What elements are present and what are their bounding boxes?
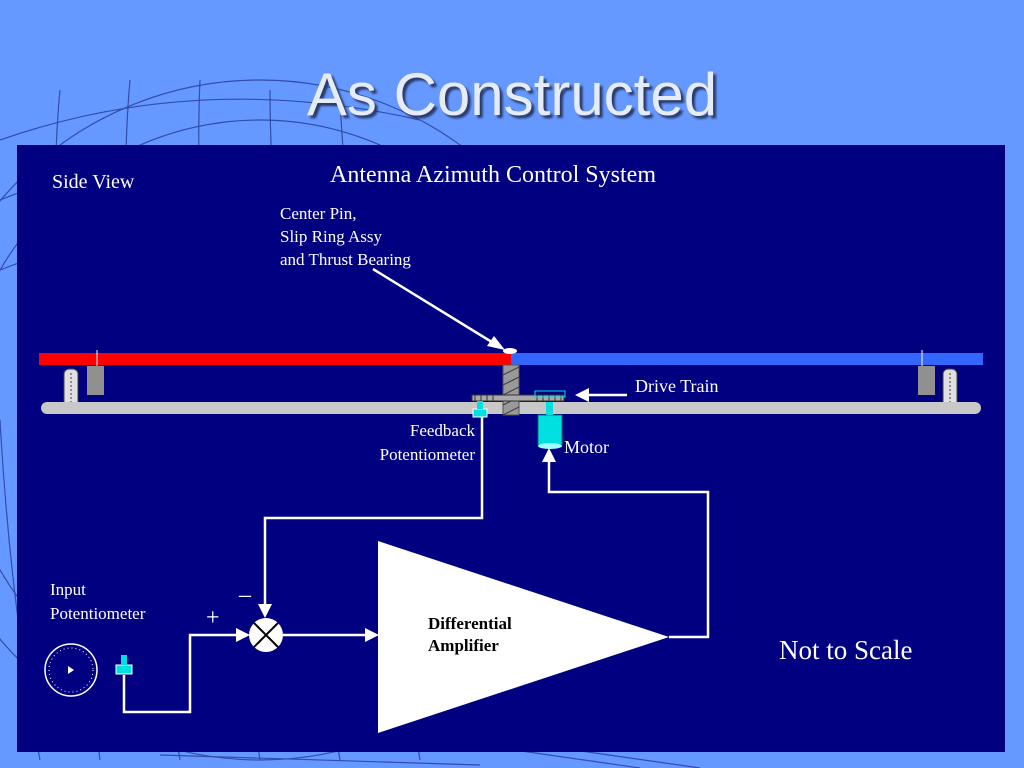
antenna-boom-right [511, 353, 983, 365]
center-pin-label-line: Center Pin, [280, 204, 357, 223]
feedback-potentiometer-label-line: Feedback [409, 421, 475, 440]
antenna-boom-left [39, 353, 511, 365]
side-view-label: Side View [52, 171, 135, 193]
input-potentiometer-label-line: Input [50, 580, 86, 599]
feedback-potentiometer-label-line: Potentiometer [379, 445, 475, 464]
center-post [502, 364, 520, 416]
center-pin [503, 348, 517, 354]
amplifier-label: Differential Amplifier [428, 613, 512, 657]
center-pin-pointer [372, 267, 496, 346]
minus-sign: – [239, 582, 251, 608]
input-potentiometer-label: Input Potentiometer [50, 578, 145, 626]
input-potentiometer-label-line: Potentiometer [50, 604, 146, 623]
center-pin-label-line: Slip Ring Assy [280, 227, 383, 246]
feedback-signal-line [263, 417, 484, 607]
motor-drive-line [547, 459, 710, 639]
plus-sign: + [206, 605, 220, 631]
summing-junction [249, 618, 283, 652]
input-potentiometer-dial [44, 643, 98, 697]
input-signal-line [122, 633, 239, 714]
motor [537, 414, 563, 446]
control-system-diagram [39, 267, 983, 733]
center-pin-label: Center Pin, Slip Ring Assy and Thrust Be… [280, 202, 411, 271]
feedback-potentiometer [472, 408, 488, 418]
amplifier-label-line: Differential [428, 614, 512, 633]
differential-amplifier [378, 541, 669, 733]
center-pin-label-line: and Thrust Bearing [280, 250, 411, 269]
input-potentiometer [115, 655, 133, 675]
motor-label: Motor [564, 437, 609, 457]
diagram-panel: Antenna Azimuth Control System Side View… [17, 145, 1005, 752]
diagram-heading: Antenna Azimuth Control System [330, 162, 656, 188]
drive-train-label: Drive Train [635, 376, 719, 396]
not-to-scale-note: Not to Scale [779, 635, 913, 665]
support-block-left [87, 366, 104, 395]
amplifier-label-line: Amplifier [428, 636, 499, 655]
slide-title: As Constructed [306, 61, 718, 128]
support-block-right [918, 366, 935, 395]
feedback-potentiometer-label: Feedback Potentiometer [357, 419, 475, 467]
drive-train-gear [471, 394, 565, 402]
